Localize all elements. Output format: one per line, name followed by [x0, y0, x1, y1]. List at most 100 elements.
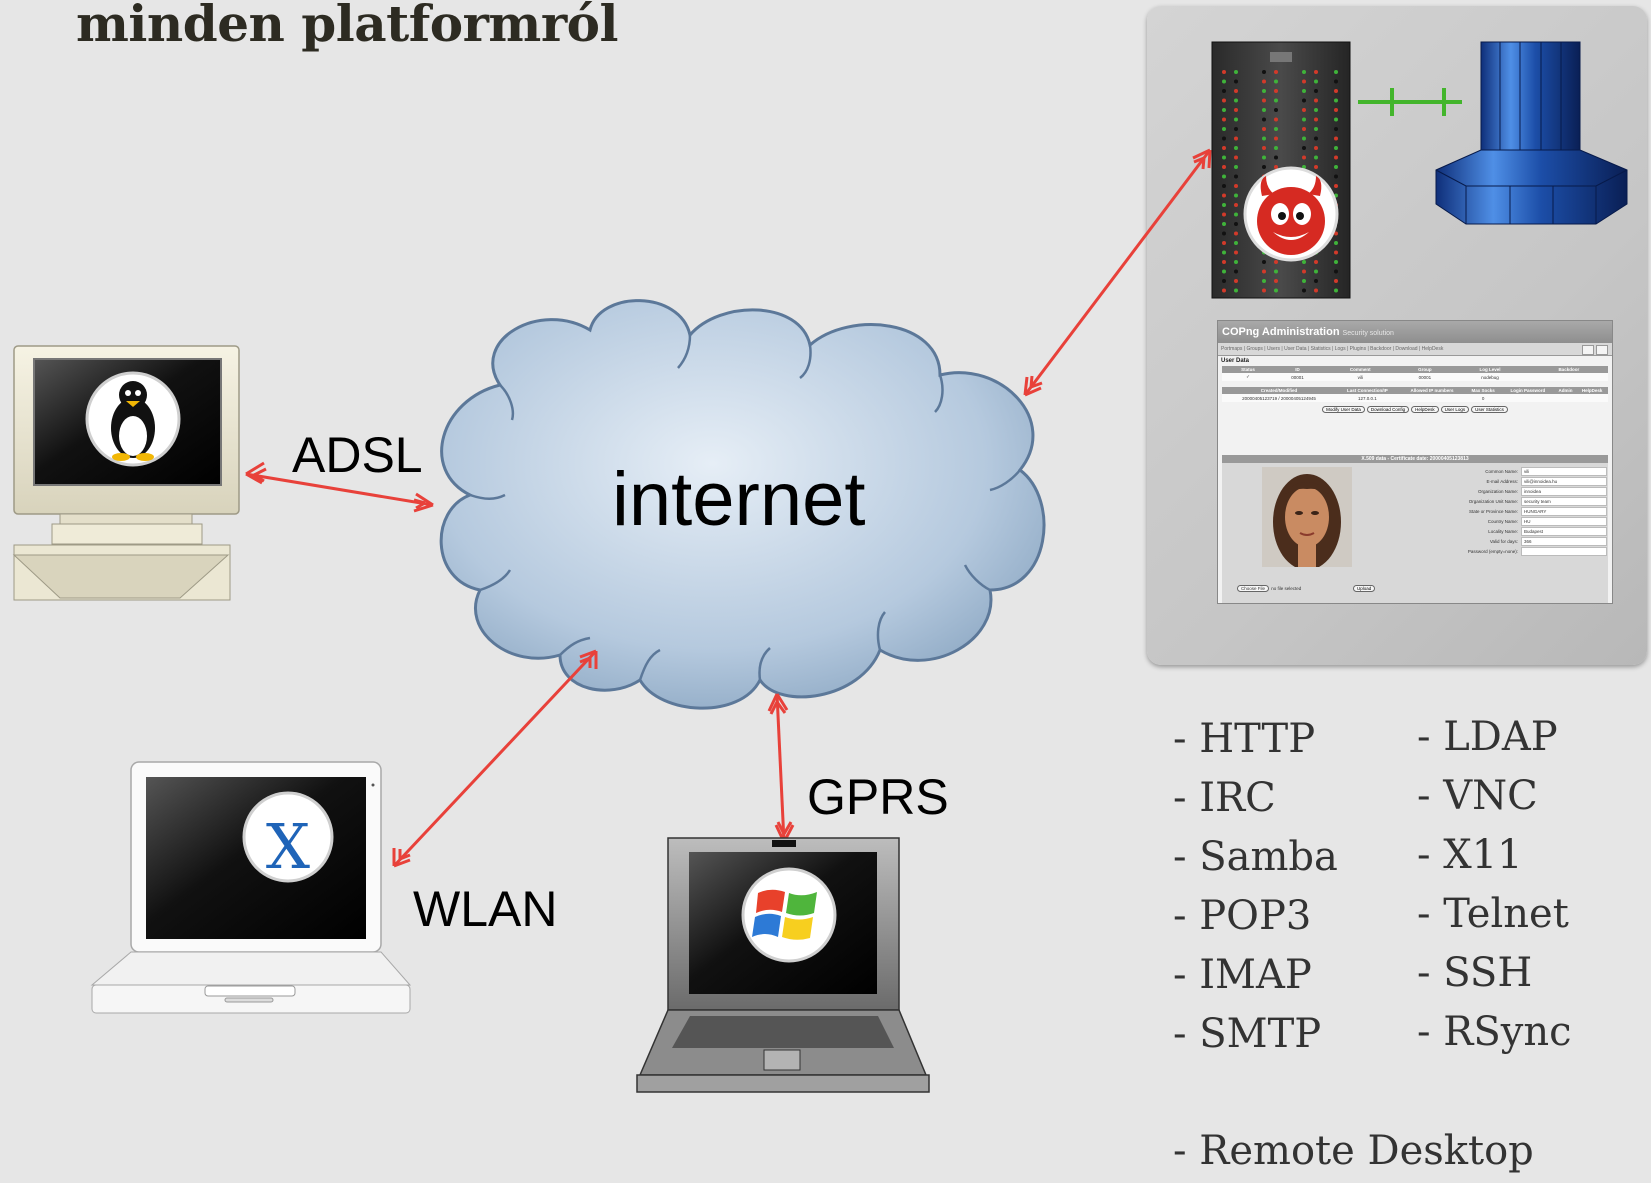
- choose-file-button[interactable]: Choose File: [1237, 585, 1270, 592]
- rack-led: [1234, 89, 1238, 93]
- svg-text:X: X: [266, 810, 310, 883]
- rack-led: [1222, 70, 1226, 74]
- x509-field-row: E-mail Address:vili@innoidea.hu: [1422, 476, 1607, 486]
- rack-led: [1334, 146, 1338, 150]
- rack-led: [1222, 174, 1226, 179]
- x509-field-input[interactable]: vili@innoidea.hu: [1521, 476, 1607, 486]
- x509-field-label: Organization Name:: [1477, 488, 1518, 494]
- x509-field-row: Locality Name:Budapest: [1422, 526, 1607, 536]
- x509-field-row: Valid for days:366: [1422, 536, 1607, 546]
- table-header-cell: Status: [1222, 366, 1274, 373]
- x509-field-label: E-mail Address:: [1486, 478, 1518, 484]
- x509-field-row: Common Name:vili: [1422, 466, 1607, 476]
- rack-led: [1302, 155, 1306, 160]
- admin-action-button[interactable]: Modify User Data: [1322, 406, 1365, 413]
- admin-action-button[interactable]: HelpDesk: [1411, 406, 1439, 413]
- admin-action-button[interactable]: Download Config: [1366, 406, 1410, 413]
- table-header-cell: Comment: [1321, 366, 1400, 373]
- x509-field-input[interactable]: innoidea: [1521, 486, 1607, 496]
- table-header-cell: Group: [1399, 366, 1451, 373]
- rack-led: [1302, 108, 1306, 112]
- rack-led: [1262, 165, 1266, 169]
- admin-action-button[interactable]: User Statistics: [1471, 406, 1508, 413]
- table-header-cell: Login Password: [1501, 387, 1555, 394]
- rack-led: [1262, 155, 1266, 160]
- rack-led: [1314, 269, 1318, 274]
- x509-field-input[interactable]: HU: [1521, 516, 1607, 526]
- table-header-cell: Created/Modified: [1222, 387, 1336, 394]
- x509-field-label: Common Name:: [1485, 468, 1518, 474]
- x509-title: X.509 data - Certificate date: 200004051…: [1222, 455, 1608, 463]
- rack-led: [1274, 98, 1278, 103]
- rack-led: [1302, 89, 1306, 93]
- rack-led: [1334, 136, 1338, 141]
- rack-led: [1274, 79, 1278, 84]
- windows-flag-icon: [741, 867, 837, 963]
- table-header-cell: Last Connection/IP: [1335, 387, 1399, 394]
- rack-led: [1262, 269, 1266, 274]
- x509-field-input[interactable]: security team: [1521, 496, 1607, 506]
- rack-led: [1334, 108, 1338, 112]
- mac-os-x-icon: X: [242, 791, 334, 883]
- internet-cloud: [439, 299, 1046, 710]
- table-cell: nodebug: [1450, 373, 1530, 381]
- rack-led: [1314, 117, 1318, 122]
- rack-led: [1334, 184, 1338, 188]
- rack-led: [1222, 269, 1226, 274]
- rack-led: [1314, 89, 1318, 93]
- rack-led: [1334, 269, 1338, 274]
- x509-field-label: Country Name:: [1487, 518, 1518, 524]
- rack-led: [1274, 117, 1278, 122]
- nav-links[interactable]: Portmaps | Groups | Users | User Data | …: [1221, 346, 1444, 352]
- rack-led: [1262, 288, 1266, 293]
- rack-led: [1234, 203, 1238, 207]
- rack-led: [1234, 146, 1238, 150]
- file-chooser[interactable]: Choose File no file selected: [1236, 585, 1301, 592]
- rack-led: [1302, 127, 1306, 131]
- app-title: COPng Administration: [1222, 326, 1340, 338]
- rack-led: [1222, 212, 1226, 217]
- rack-led: [1314, 288, 1318, 293]
- rack-led: [1234, 165, 1238, 169]
- rack-led: [1302, 269, 1306, 274]
- home-icon[interactable]: [1582, 345, 1594, 355]
- x509-field-input[interactable]: 366: [1521, 536, 1607, 546]
- upload-button[interactable]: Upload: [1353, 585, 1376, 592]
- protocol-item: - POP3: [1173, 893, 1312, 939]
- rack-led: [1222, 146, 1226, 150]
- rack-led: [1222, 79, 1226, 84]
- rack-led: [1274, 136, 1278, 141]
- rack-led: [1262, 89, 1266, 93]
- admin-action-button[interactable]: User Logs: [1440, 406, 1470, 413]
- cloud-label: internet: [612, 457, 866, 542]
- rack-led: [1334, 231, 1338, 236]
- rack-led: [1334, 241, 1338, 245]
- x509-field-input[interactable]: HUNGARY: [1521, 506, 1607, 516]
- x509-field-input[interactable]: Budapest: [1521, 526, 1607, 536]
- rack-led: [1334, 288, 1338, 293]
- x509-field-input[interactable]: vili: [1521, 466, 1607, 476]
- rack-led: [1234, 279, 1238, 283]
- x509-field-label: Locality Name:: [1488, 528, 1518, 534]
- protocol-item: - LDAP: [1417, 714, 1558, 760]
- table-cell: [1501, 394, 1555, 402]
- logout-icon[interactable]: [1596, 345, 1608, 355]
- rack-led: [1234, 269, 1238, 274]
- rack-led: [1274, 127, 1278, 131]
- rack-led: [1234, 127, 1238, 131]
- protocol-list-right: - LDAP - VNC - X11 - Telnet - SSH - RSyn…: [1417, 708, 1572, 1062]
- freebsd-daemon-icon: [1243, 166, 1339, 262]
- table-header-cell: ID: [1273, 366, 1322, 373]
- rack-led: [1334, 117, 1338, 122]
- protocol-item: - IRC: [1173, 775, 1276, 821]
- mac-laptop: X: [90, 761, 412, 1014]
- section-title: User Data: [1221, 358, 1250, 364]
- rack-led: [1274, 269, 1278, 274]
- wlan-link-line: [392, 649, 598, 868]
- rack-led: [1302, 279, 1306, 283]
- rack-led: [1302, 70, 1306, 74]
- x509-field-input[interactable]: [1521, 546, 1607, 556]
